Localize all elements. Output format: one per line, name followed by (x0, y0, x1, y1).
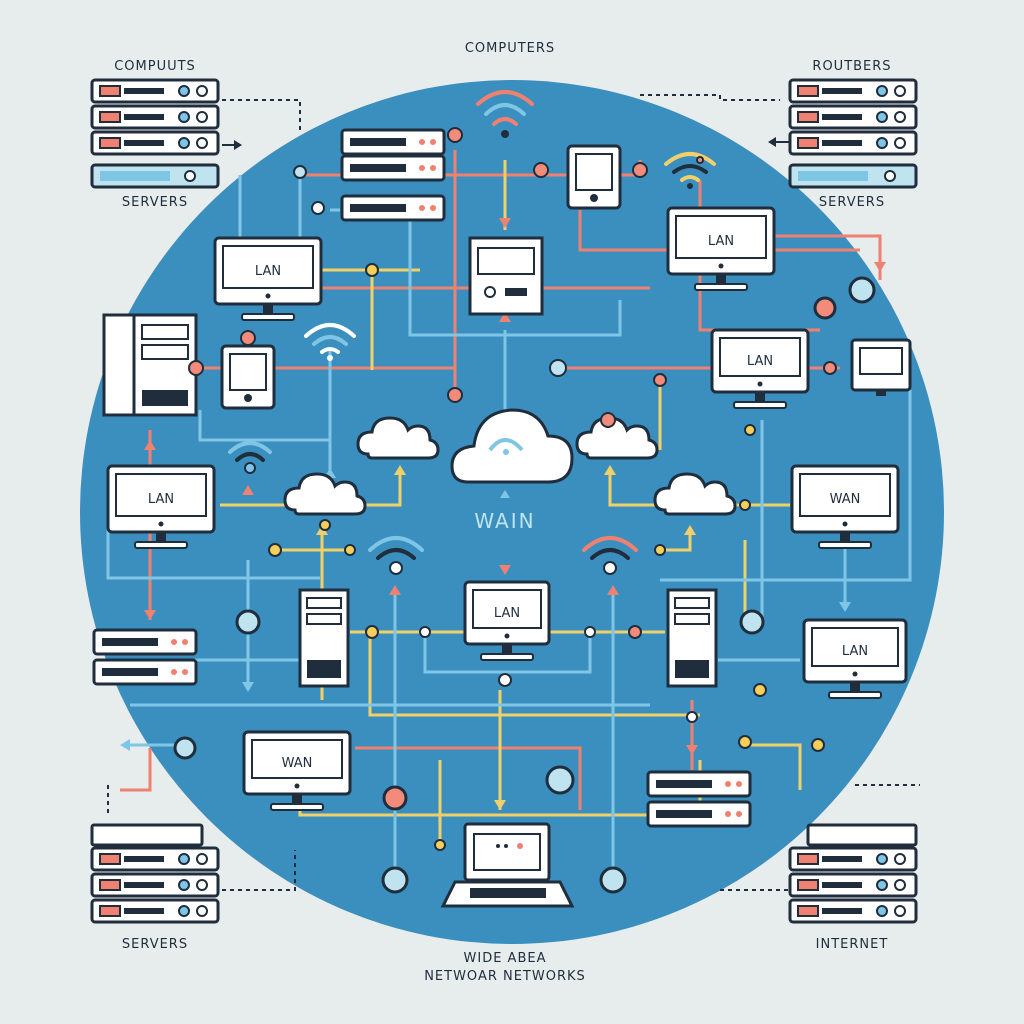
connection-node (240, 330, 256, 346)
monitor: WAN (790, 464, 900, 549)
monitor: WAN (242, 730, 352, 811)
connection-node (848, 276, 876, 304)
tower-server-mid-right (666, 588, 718, 688)
connection-node (365, 263, 379, 277)
monitor-label: LAN (842, 644, 868, 659)
monitor-label: WAN (830, 492, 861, 507)
connection-node (545, 765, 575, 795)
label-computers: COMPUTERS (465, 41, 555, 56)
connection-node (753, 683, 767, 697)
connection-node (628, 625, 642, 639)
connection-node (382, 785, 408, 811)
connection-node (813, 296, 837, 320)
label-servers-left: SERVERS (122, 195, 188, 210)
label-wide-area-2: NETWOAR NETWORKS (424, 969, 586, 984)
wifi-icon (368, 536, 424, 575)
connection-node (632, 162, 648, 178)
monitors: LAN LAN LAN LAN WAN LAN LAN WAN (106, 206, 908, 811)
connection-node (533, 162, 549, 178)
connection-node (811, 738, 825, 752)
connection-node (744, 424, 756, 436)
monitor-label: WAN (282, 756, 313, 771)
connection-node (447, 127, 463, 143)
monitor: LAN (666, 206, 776, 291)
monitor-label: LAN (255, 264, 281, 279)
laptop-bottom (440, 822, 575, 908)
wifi-icon (476, 90, 534, 138)
wifi-icon (582, 536, 638, 575)
label-wan-center: WAIN (474, 509, 535, 533)
label-servers-bottom: SERVERS (122, 937, 188, 952)
connection-nodes (173, 127, 876, 894)
connection-node (823, 361, 837, 375)
label-internet: INTERNET (816, 937, 889, 952)
connection-node (188, 360, 204, 376)
connection-node (311, 201, 325, 215)
monitor: LAN (710, 328, 810, 409)
connection-node (739, 609, 765, 635)
tablet-left (220, 344, 276, 410)
rack-bottom-right (788, 823, 918, 924)
router-top-2 (340, 194, 446, 222)
label-wide-area-1: WIDE ABEA (464, 951, 547, 966)
monitor-label: LAN (747, 354, 773, 369)
connection-node (447, 387, 463, 403)
label-servers-right: SERVERS (819, 195, 885, 210)
connection-node (344, 544, 356, 556)
tower-server-left (102, 313, 198, 417)
connection-node (739, 499, 751, 511)
wifi-icon (664, 152, 716, 189)
monitor-label: LAN (494, 606, 520, 621)
rack-top-left (90, 78, 220, 189)
router-top-1 (340, 128, 446, 182)
tower-server-center (468, 236, 544, 316)
connection-node (268, 543, 282, 557)
connection-node (173, 736, 197, 760)
connection-node (696, 156, 704, 164)
connection-node (599, 866, 627, 894)
label-top-left: COMPUUTS (114, 59, 196, 74)
connection-node (738, 735, 752, 749)
cloud-center (450, 408, 574, 484)
monitor: LAN (106, 464, 216, 549)
monitor: LAN (463, 580, 551, 661)
monitor: LAN (213, 236, 323, 321)
connection-node (235, 609, 261, 635)
connection-node (419, 626, 431, 638)
connection-node (365, 625, 379, 639)
monitor: LAN (802, 618, 908, 699)
small-monitor-right (850, 338, 912, 396)
label-routers: ROUTBERS (812, 59, 891, 74)
connection-node (549, 359, 567, 377)
monitor-label: LAN (148, 492, 174, 507)
connection-node (653, 373, 667, 387)
connection-node (381, 866, 409, 894)
rack-top-right (788, 78, 918, 189)
tower-server-mid-left (298, 588, 350, 688)
connection-node (584, 626, 596, 638)
connection-node (434, 839, 446, 851)
monitor-label: LAN (708, 234, 734, 249)
wifi-icon (304, 323, 356, 361)
connection-node (686, 711, 698, 723)
tablet-top (566, 144, 622, 210)
connection-node (498, 673, 512, 687)
wifi-icon (228, 441, 272, 474)
rack-bottom-left (90, 823, 220, 924)
connection-node (293, 165, 307, 179)
connection-node (319, 519, 331, 531)
connection-node (600, 412, 616, 428)
connection-node (654, 544, 666, 556)
